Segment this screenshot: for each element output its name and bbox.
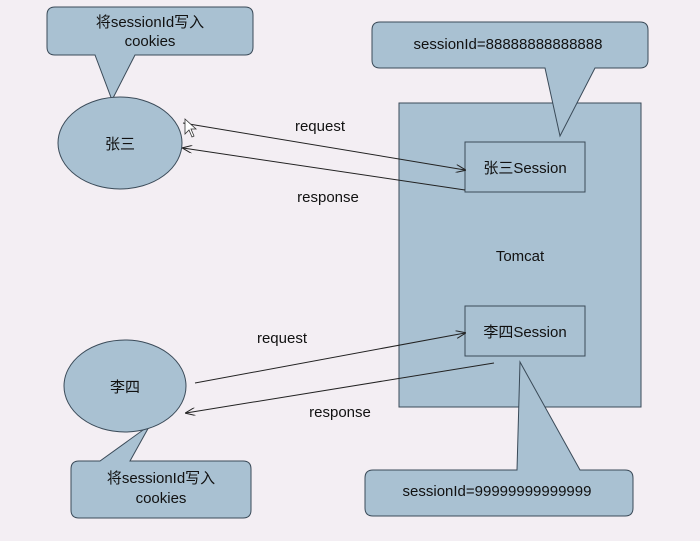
zhangsan-response-arrow: [183, 148, 466, 191]
lisi-session-box: [464, 305, 586, 357]
zhangsan-request-arrow: [182, 122, 465, 170]
zhangsan-session-box: [464, 141, 586, 193]
zhangsan-request-label: request: [295, 118, 346, 135]
zhangsan-session-id-text: sessionId=88888888888888: [414, 36, 603, 53]
lisi-node-label: 李四: [110, 379, 140, 396]
lisi-node: [63, 339, 187, 433]
lisi-cookie-line2: cookies: [136, 490, 187, 507]
tomcat-label: Tomcat: [496, 248, 545, 265]
zhangsan-session-label: 张三Session: [483, 160, 566, 177]
zhangsan-cookie-callout: [46, 6, 254, 102]
lisi-response-arrow: [186, 362, 495, 413]
lisi-session-id-callout: [364, 360, 634, 517]
lisi-cookie-callout: [70, 424, 252, 519]
zhangsan-cookie-line1: 将sessionId写入: [96, 14, 204, 31]
lisi-session-id-text: sessionId=99999999999999: [403, 483, 592, 500]
zhangsan-response-label: response: [297, 189, 359, 206]
zhangsan-node-label: 张三: [105, 136, 135, 153]
lisi-cookie-line1: 将sessionId写入: [107, 470, 215, 487]
lisi-request-arrow: [194, 333, 465, 384]
zhangsan-node: [57, 96, 183, 190]
zhangsan-session-id-callout: [371, 21, 649, 138]
lisi-request-label: request: [257, 330, 308, 347]
mouse-cursor-icon: [184, 118, 198, 138]
zhangsan-cookie-line2: cookies: [125, 33, 176, 50]
lisi-response-label: response: [309, 404, 371, 421]
lisi-session-label: 李四Session: [483, 324, 566, 341]
